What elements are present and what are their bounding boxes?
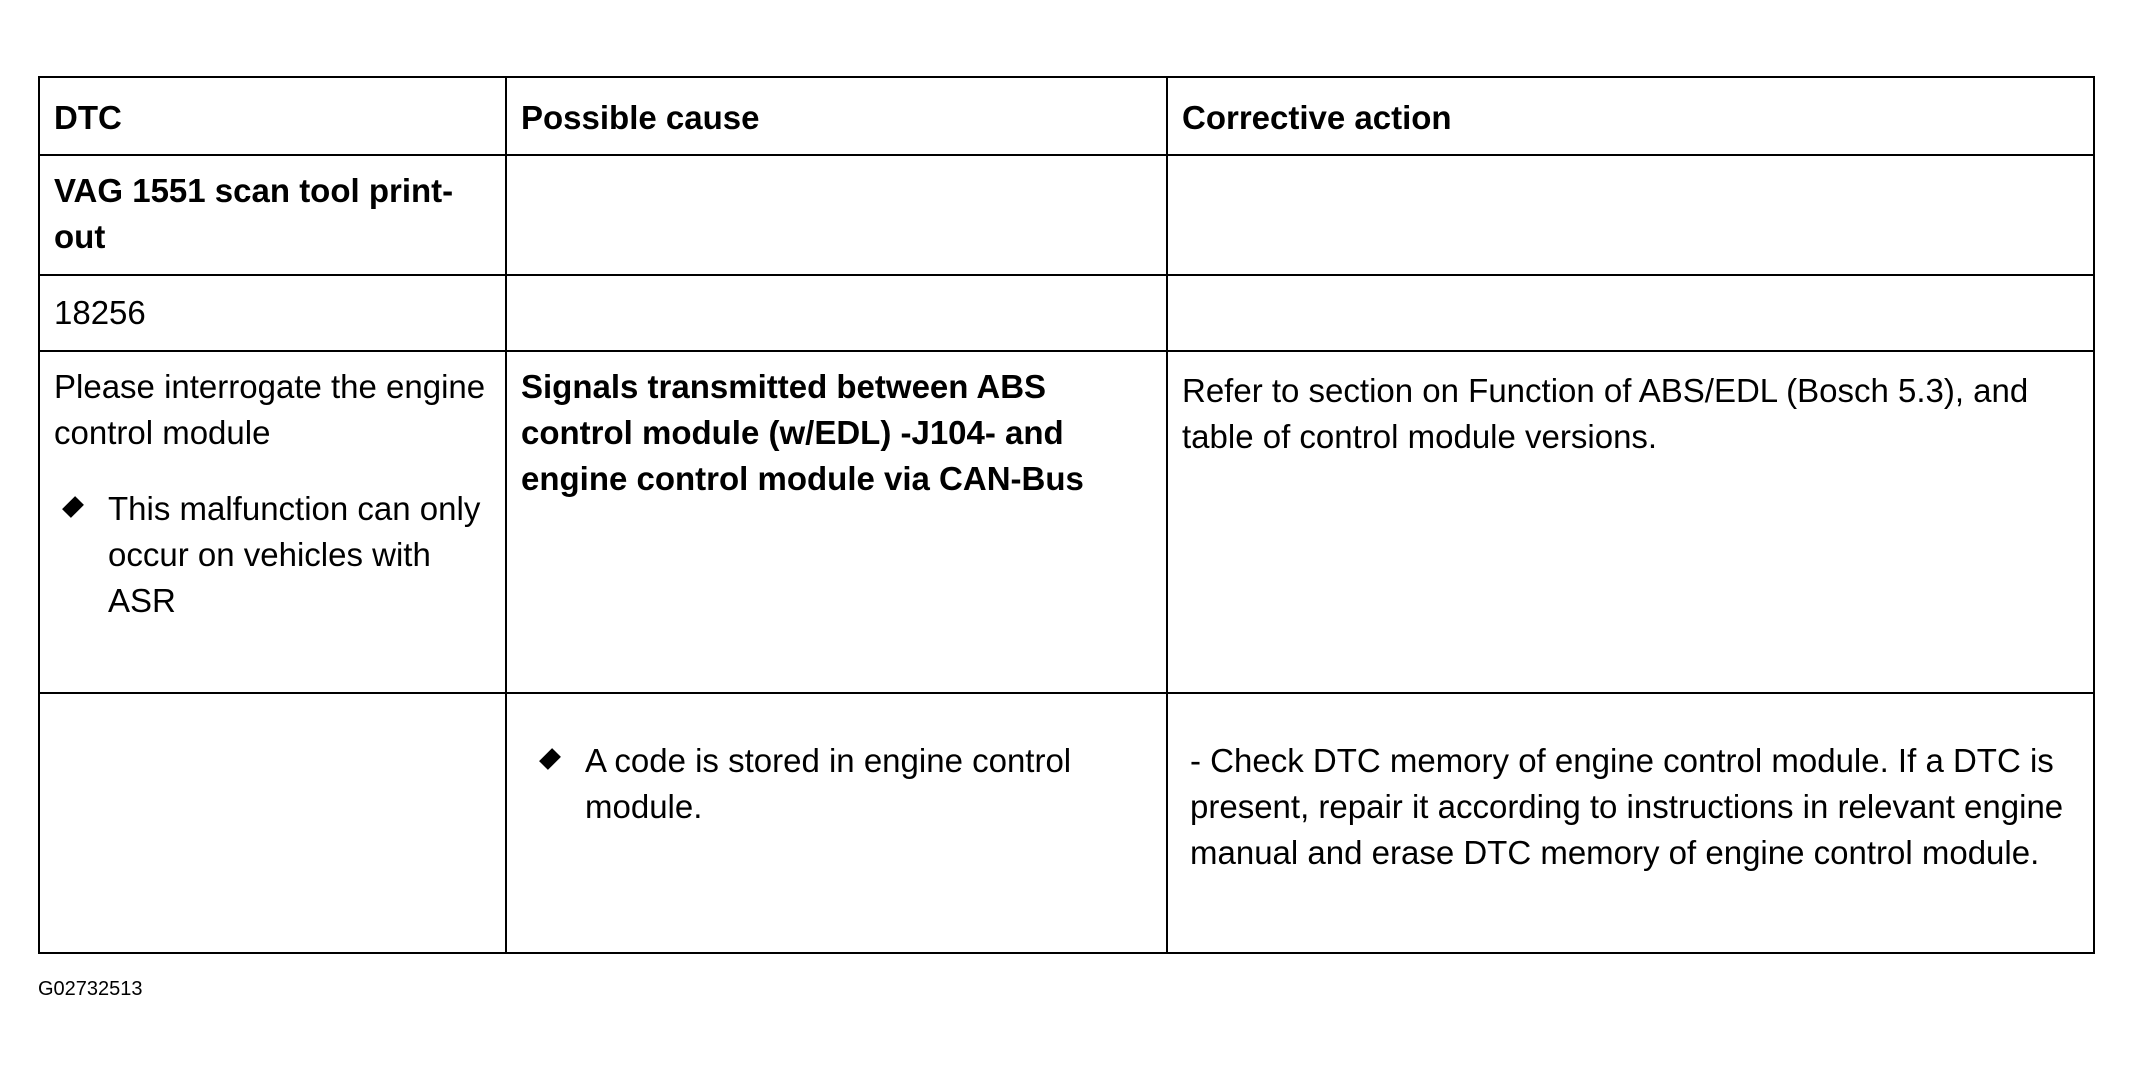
empty-cell bbox=[505, 274, 1168, 352]
dtc-note: This malfunction can only occur on vehic… bbox=[108, 490, 481, 619]
table-header-row: DTC Possible cause Corrective action bbox=[38, 76, 2095, 156]
corrective-action: - Check DTC memory of engine control mod… bbox=[1190, 742, 2064, 871]
action-cell: - Check DTC memory of engine control mod… bbox=[1166, 692, 2095, 954]
empty-cell bbox=[38, 692, 507, 954]
table-row: VAG 1551 scan tool print-out bbox=[38, 154, 2095, 276]
header-dtc: DTC bbox=[38, 76, 507, 156]
table-row: Please interrogate the engine control mo… bbox=[38, 350, 2095, 694]
diamond-bullet-icon bbox=[62, 496, 84, 518]
cause-cell: Signals transmitted between ABS control … bbox=[505, 350, 1168, 694]
header-corrective-action: Corrective action bbox=[1166, 76, 2095, 156]
diamond-bullet-icon bbox=[539, 748, 561, 770]
empty-cell bbox=[1166, 154, 2095, 276]
dtc-table: DTC Possible cause Corrective action VAG… bbox=[38, 76, 2095, 954]
possible-cause: A code is stored in engine control modul… bbox=[585, 742, 1072, 825]
list-item: This malfunction can only occur on vehic… bbox=[62, 486, 491, 624]
possible-cause: Signals transmitted between ABS control … bbox=[521, 368, 1084, 497]
subheader-cell: VAG 1551 scan tool print-out bbox=[38, 154, 507, 276]
code-cell: 18256 bbox=[38, 274, 507, 352]
header-possible-cause: Possible cause bbox=[505, 76, 1168, 156]
corrective-action: Refer to section on Function of ABS/EDL … bbox=[1182, 372, 2029, 455]
action-cell: Refer to section on Function of ABS/EDL … bbox=[1166, 350, 2095, 694]
table-row: 18256 bbox=[38, 274, 2095, 352]
dtc-description-cell: Please interrogate the engine control mo… bbox=[38, 350, 507, 694]
table-row: A code is stored in engine control modul… bbox=[38, 692, 2095, 954]
scan-tool-subheader: VAG 1551 scan tool print-out bbox=[54, 172, 454, 255]
dtc-code: 18256 bbox=[54, 294, 146, 331]
figure-code: G02732513 bbox=[38, 978, 143, 1000]
empty-cell bbox=[505, 154, 1168, 276]
cause-cell: A code is stored in engine control modul… bbox=[505, 692, 1168, 954]
empty-cell bbox=[1166, 274, 2095, 352]
list-item: A code is stored in engine control modul… bbox=[539, 738, 1152, 830]
dtc-description: Please interrogate the engine control mo… bbox=[54, 368, 486, 451]
